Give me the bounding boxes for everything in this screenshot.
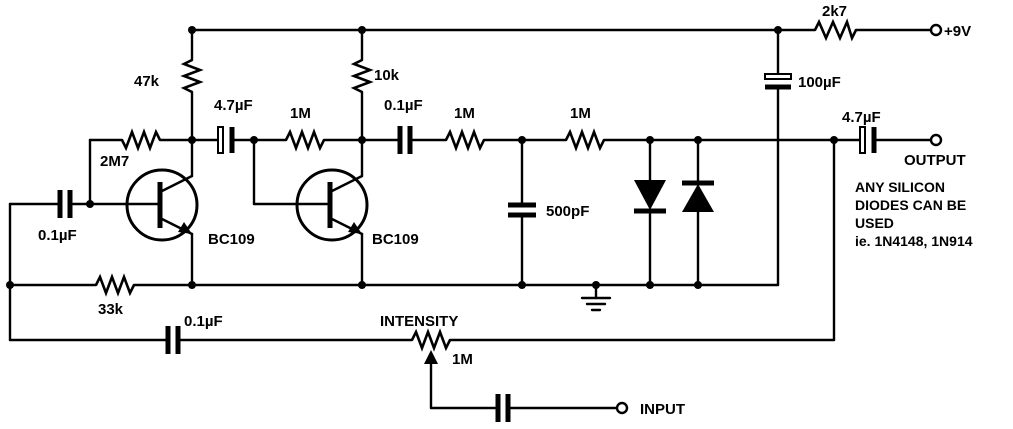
- resistor-47k: [180, 58, 204, 94]
- capacitor-0u1-feedback: [8, 326, 414, 354]
- label-1m-filter-1: 1M: [454, 105, 475, 122]
- diode-1: [634, 138, 666, 287]
- label-output: OUTPUT: [904, 152, 966, 169]
- resistor-1m-bias: [284, 128, 326, 152]
- transistor-q2: [295, 168, 369, 242]
- label-input: INPUT: [640, 401, 685, 418]
- label-4u7-output: 4.7µF: [842, 109, 881, 126]
- label-0u1-coupling: 0.1µF: [384, 97, 423, 114]
- output-terminal[interactable]: [929, 133, 943, 147]
- capacitor-4u7-output: [859, 126, 943, 154]
- resistor-2k7: [813, 18, 858, 42]
- label-2k7: 2k7: [822, 3, 847, 20]
- junction-dots: [6, 26, 838, 289]
- label-33k: 33k: [98, 301, 124, 318]
- ground-rail: [8, 283, 780, 312]
- capacitor-500pf: [508, 138, 536, 287]
- note-line-3: USED: [855, 215, 894, 231]
- capacitor-100uf: [764, 28, 792, 287]
- label-1m-filter-2: 1M: [570, 105, 591, 122]
- label-intensity: INTENSITY: [380, 313, 458, 330]
- label-0u1-input: 0.1µF: [38, 227, 77, 244]
- label-supply: +9V: [944, 23, 971, 40]
- resistor-10k: [350, 58, 374, 94]
- diode-2: [682, 138, 714, 287]
- capacitor-input: [495, 394, 629, 422]
- label-q1: BC109: [208, 231, 255, 248]
- label-500pf: 500pF: [546, 203, 589, 220]
- label-0u1-feedback: 0.1µF: [184, 313, 223, 330]
- label-pot-1m: 1M: [452, 351, 473, 368]
- capacitor-input-0u1: [8, 190, 94, 218]
- label-q2: BC109: [372, 231, 419, 248]
- input-terminal[interactable]: [615, 401, 629, 415]
- diode-note: ANY SILICON DIODES CAN BE USED ie. 1N414…: [855, 179, 973, 249]
- capacitor-4u7-coupling: [190, 126, 288, 154]
- resistor-1m-filter-1: [444, 128, 486, 152]
- label-10k: 10k: [374, 67, 400, 84]
- resistor-1m-filter-2: [564, 128, 606, 152]
- supply-rail: [190, 23, 943, 37]
- supply-terminal[interactable]: [929, 23, 943, 37]
- resistor-2m7: [120, 128, 162, 152]
- label-4u7-coupling: 4.7µF: [214, 97, 253, 114]
- transistor-q1: [90, 168, 199, 242]
- potentiometer-intensity: [410, 328, 452, 352]
- note-line-4: ie. 1N4148, 1N914: [855, 233, 973, 249]
- note-line-2: DIODES CAN BE: [855, 197, 966, 213]
- label-2m7: 2M7: [100, 153, 129, 170]
- capacitor-0u1-coupling: [360, 126, 448, 154]
- label-47k: 47k: [134, 73, 160, 90]
- resistor-33k: [94, 273, 136, 297]
- potentiometer-wiper: [424, 350, 498, 410]
- note-line-1: ANY SILICON: [855, 179, 945, 195]
- label-1m-bias: 1M: [290, 105, 311, 122]
- label-100uf: 100µF: [798, 74, 841, 91]
